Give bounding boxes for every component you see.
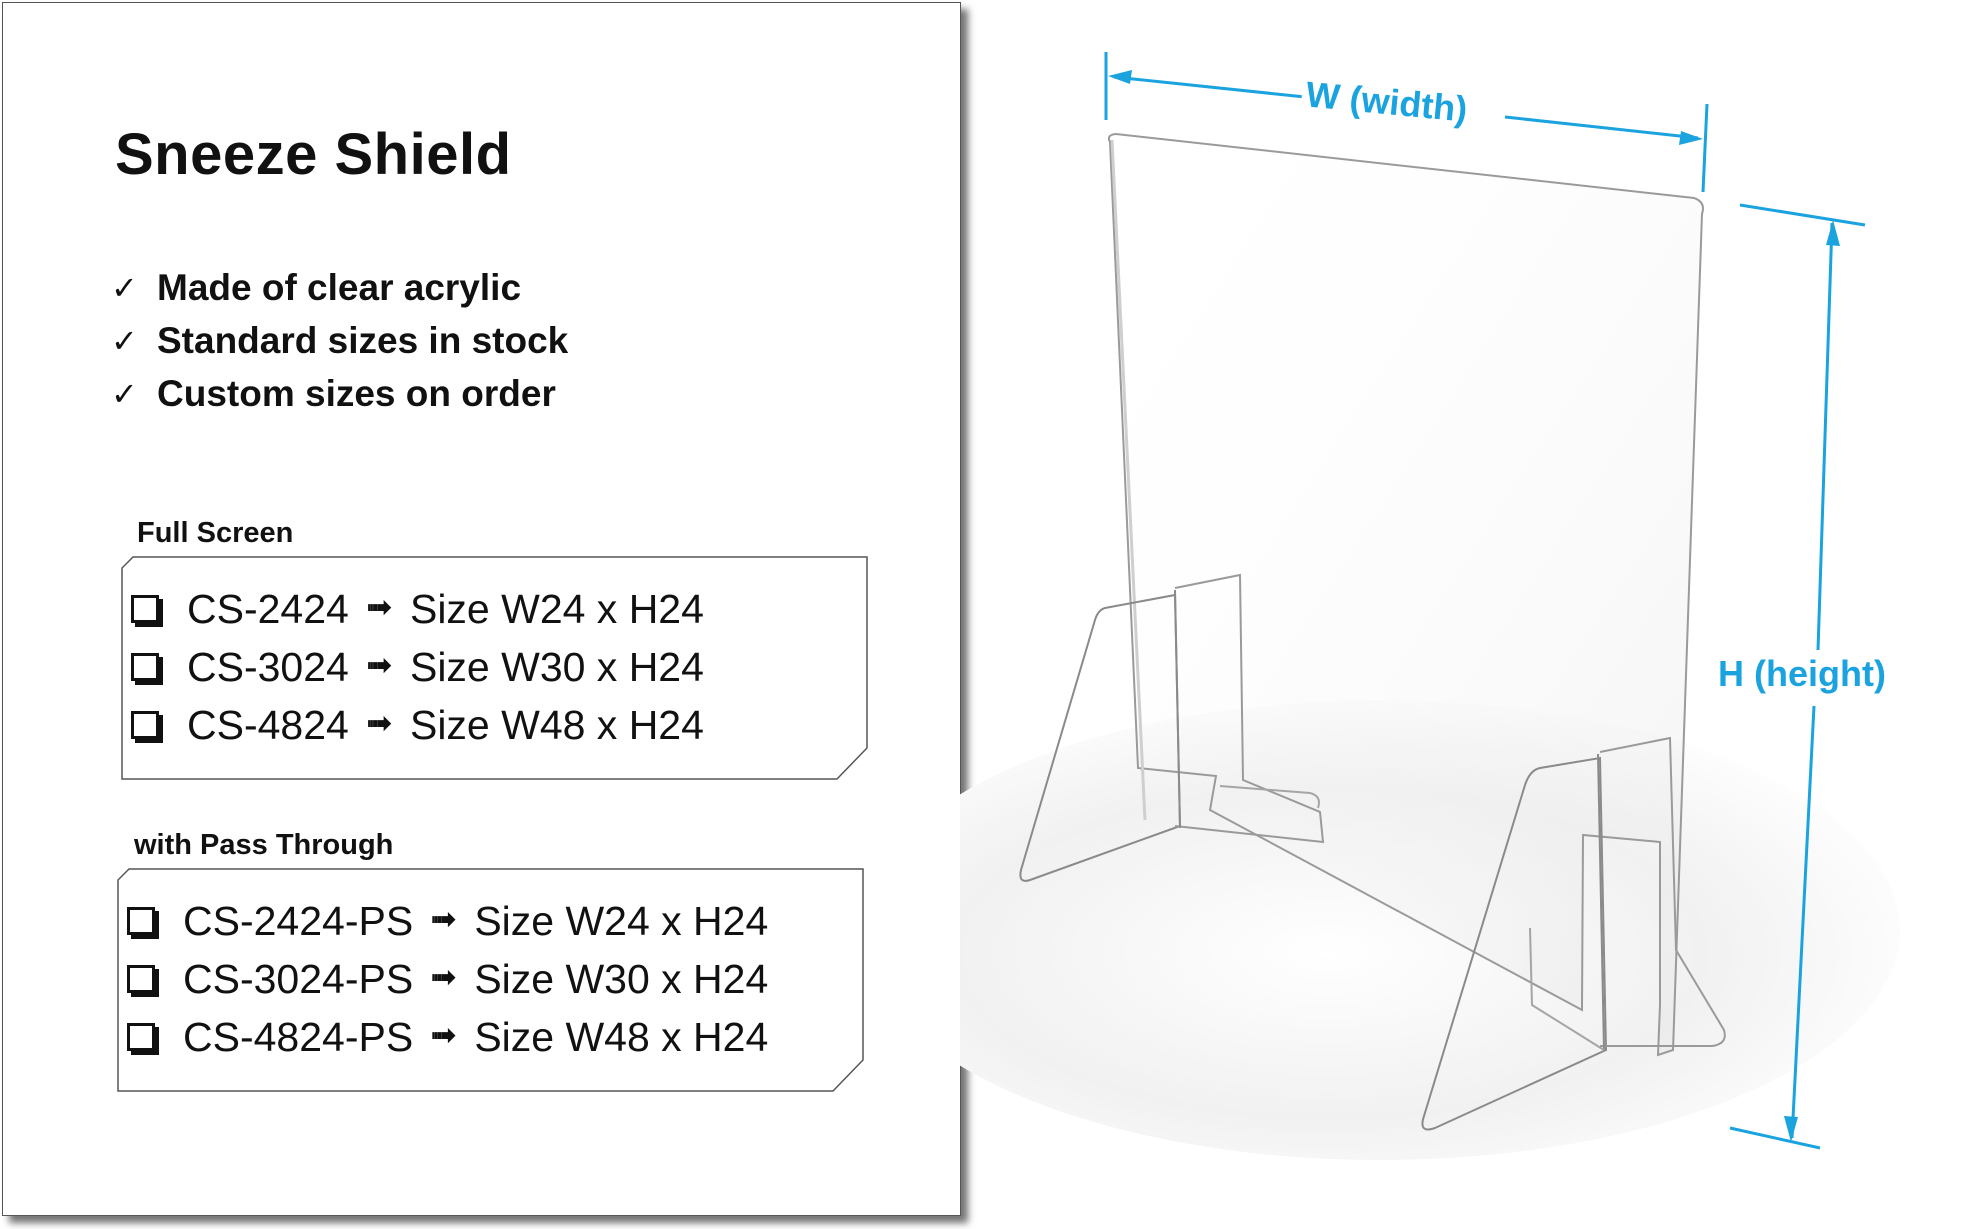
feature-text: Made of clear acrylic <box>157 266 522 308</box>
model-row: CS-3024-PS ➟ Size W30 x H24 <box>127 950 768 1008</box>
feature-item: ✓ Custom sizes on order <box>111 367 568 420</box>
feature-item: ✓ Standard sizes in stock <box>111 314 568 367</box>
model-size: Size W24 x H24 <box>474 897 769 944</box>
model-code: CS-3024 <box>187 643 349 690</box>
arrow-right-icon: ➟ <box>366 590 392 624</box>
feature-list: ✓ Made of clear acrylic ✓ Standard sizes… <box>111 261 568 420</box>
section-label-full-screen: Full Screen <box>137 517 294 549</box>
model-row: CS-2424-PS ➟ Size W24 x H24 <box>127 892 768 950</box>
sneeze-shield-drawing <box>860 52 1900 1160</box>
checkbox-icon <box>127 965 155 993</box>
checkbox-icon <box>131 711 159 739</box>
model-size: Size W30 x H24 <box>409 643 704 690</box>
product-illustration: W (width) H (height) <box>860 0 1971 1224</box>
left-foot <box>1019 593 1182 882</box>
arrow-right-icon: ➟ <box>431 1018 457 1052</box>
arrow-right-icon: ➟ <box>366 648 392 682</box>
model-list-frame <box>117 868 864 1092</box>
section-label-pass-through: with Pass Through <box>134 829 394 861</box>
model-list-frame <box>121 556 868 780</box>
page-title: Sneeze Shield <box>115 122 512 187</box>
check-mark-icon: ✓ <box>111 375 138 412</box>
feature-item: ✓ Made of clear acrylic <box>111 261 568 314</box>
checkbox-icon <box>127 907 155 935</box>
model-row: CS-3024 ➟ Size W30 x H24 <box>131 638 704 696</box>
model-size: Size W24 x H24 <box>409 585 704 632</box>
model-list-pass-through: CS-2424-PS ➟ Size W24 x H24 CS-3024-PS ➟… <box>117 868 865 1092</box>
height-dimension-label: H (height) <box>1714 653 1890 695</box>
arrow-right-icon: ➟ <box>366 706 392 740</box>
checkbox-icon <box>131 653 159 681</box>
model-code: CS-3024-PS <box>183 955 414 1002</box>
model-code: CS-4824 <box>187 701 349 748</box>
model-size: Size W48 x H24 <box>474 1013 769 1060</box>
arrow-right-icon: ➟ <box>431 960 457 994</box>
model-size: Size W30 x H24 <box>474 955 769 1002</box>
model-list-full-screen: CS-2424 ➟ Size W24 x H24 CS-3024 ➟ Size … <box>121 556 869 780</box>
check-mark-icon: ✓ <box>111 269 138 306</box>
acrylic-panel <box>1107 132 1704 1057</box>
right-foot <box>1421 756 1608 1131</box>
spec-card: Sneeze Shield ✓ Made of clear acrylic ✓ … <box>2 2 961 1216</box>
checkbox-icon <box>131 595 159 623</box>
check-mark-icon: ✓ <box>111 322 138 359</box>
model-code: CS-4824-PS <box>183 1013 414 1060</box>
model-size: Size W48 x H24 <box>409 701 704 748</box>
width-dimension <box>1104 52 1709 193</box>
arrow-right-icon: ➟ <box>431 902 457 936</box>
feature-text: Custom sizes on order <box>157 372 556 414</box>
height-dimension <box>1729 203 1866 1150</box>
model-code: CS-2424-PS <box>183 897 414 944</box>
model-row: CS-2424 ➟ Size W24 x H24 <box>131 580 704 638</box>
model-row: CS-4824-PS ➟ Size W48 x H24 <box>127 1008 768 1066</box>
model-code: CS-2424 <box>187 585 349 632</box>
checkbox-icon <box>127 1023 155 1051</box>
feature-text: Standard sizes in stock <box>157 319 569 361</box>
model-row: CS-4824 ➟ Size W48 x H24 <box>131 696 704 754</box>
